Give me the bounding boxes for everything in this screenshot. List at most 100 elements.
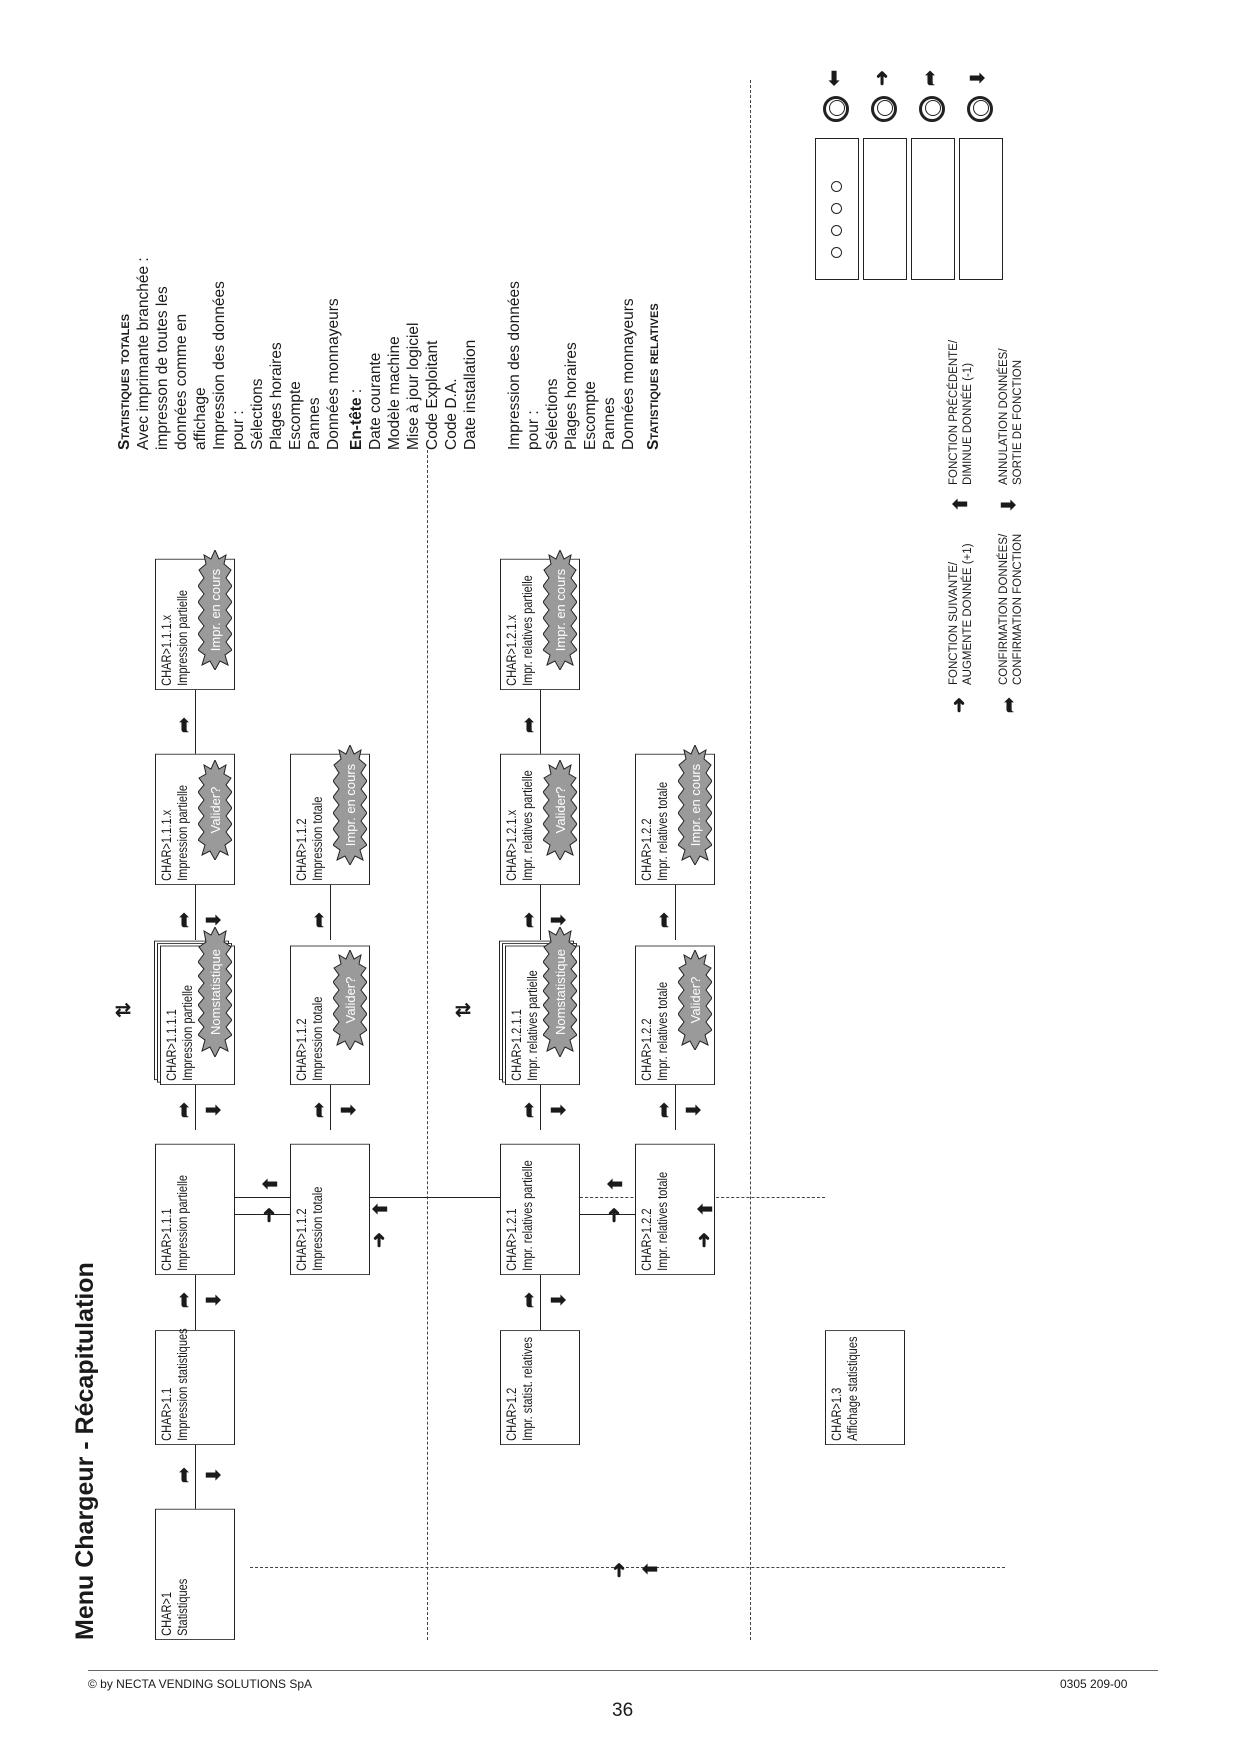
note-line: Escompte	[287, 381, 304, 450]
burst-text: Nomstatistique	[552, 949, 568, 1035]
burst-impr-1: Impr. en cours	[332, 743, 368, 867]
box-label: Impression totale	[310, 996, 325, 1081]
header-line: Code Exploitant	[424, 340, 441, 450]
connector-111xv-111xp	[195, 690, 196, 760]
diagram-stage: Menu Chargeur - Récapitulation CHAR>1 St…	[71, 70, 1155, 1640]
burst-text: Valider?	[207, 786, 223, 834]
arrow-right-icon: ➜	[604, 1207, 625, 1223]
legend-confirm: CONFIRMATION DONNÉES/ CONFIRMATION FONCT…	[997, 534, 1025, 685]
box-label: Impr. relatives partielle	[520, 770, 535, 881]
arrow-up-right-icon: ➦	[519, 1292, 540, 1308]
arrow-down-icon: ⬇	[204, 1292, 225, 1308]
box-code: CHAR>1.2.1.x	[504, 614, 519, 686]
burst-impr-3: Impr. en cours	[677, 743, 713, 867]
page-title: Menu Chargeur - Récapitulation	[71, 1262, 99, 1640]
box-code: CHAR>1.1	[159, 1387, 174, 1441]
legend-text: AUGMENTE DONNÉE (+1)	[962, 543, 974, 685]
note-line: pour :	[230, 410, 247, 450]
box-label: Impr. relatives partielle	[525, 970, 540, 1081]
arrow-up-right-icon: ➦	[519, 717, 540, 733]
note-line: Sélections	[544, 378, 561, 450]
arrow-right-icon: ➜	[872, 70, 893, 86]
menu-box-char12: CHAR>1.2 Impr. statist. relatives	[500, 1330, 580, 1445]
legend-text: FONCTION SUIVANTE/	[948, 561, 960, 685]
notes-relative: Impression des données pour : Sélections…	[505, 281, 663, 450]
menu-box-char112: CHAR>1.1.2 Impression totale	[290, 1143, 370, 1275]
arrow-left-icon: ⬅	[824, 70, 845, 86]
burst-impr-2: Impr. en cours	[197, 548, 233, 672]
starburst-icon	[197, 758, 233, 862]
box-code: CHAR>1.2.2	[639, 1208, 654, 1271]
arrow-up-right-icon: ➦	[174, 1467, 195, 1483]
connector-1211-121xv	[540, 885, 541, 940]
arrow-right-icon: ➜	[609, 1562, 630, 1578]
page-number: 36	[612, 1700, 634, 1721]
legend-text: SORTIE DE FONCTION	[1012, 359, 1024, 485]
burst-valider-4: Valider?	[542, 758, 578, 862]
arrow-up-right-icon: ➦	[999, 697, 1020, 713]
box-label: Impression statistiques	[175, 1328, 190, 1441]
document-code: 0305 209-00	[1060, 1677, 1128, 1691]
header-line: Code D.A.	[443, 378, 460, 450]
burst-impr-4: Impr. en cours	[542, 548, 578, 672]
connector-121xv-121xp	[540, 690, 541, 760]
arrow-left-icon: ⬅	[697, 1199, 713, 1220]
box-code: CHAR>1	[159, 1591, 174, 1636]
box-code: CHAR>1.1.2	[294, 1208, 309, 1271]
footer-copyright: © by NECTA VENDING SOLUTIONS SpA	[88, 1677, 313, 1691]
arrow-down-icon: ⬇	[999, 497, 1020, 513]
box-code: CHAR>1.1.2	[294, 1018, 309, 1081]
connector-1-11	[195, 1445, 196, 1510]
burst-nomstatistique-2: Nomstatistique	[542, 925, 578, 1059]
relative-heading: Statistiques relatives	[645, 303, 662, 450]
burst-text: Impr. en cours	[342, 763, 358, 847]
arrow-up-right-icon: ➦	[309, 1102, 330, 1118]
box-label: Impr. relatives totale	[655, 1171, 670, 1271]
legend-text: CONFIRMATION FONCTION	[1012, 533, 1024, 685]
box-code: CHAR>1.2.1.x	[504, 809, 519, 881]
note-line: Pannes	[601, 397, 618, 450]
starburst-icon	[542, 758, 578, 862]
burst-valider-2: Valider?	[197, 758, 233, 862]
arrow-left-icon: ⬅	[262, 1174, 278, 1195]
separator-1	[427, 450, 428, 1640]
note-line: Escompte	[582, 381, 599, 450]
starburst-icon	[332, 948, 368, 1052]
legend-next: FONCTION SUIVANTE/ AUGMENTE DONNÉE (+1)	[947, 543, 975, 685]
arrow-up-right-icon: ➦	[654, 1102, 675, 1118]
box-code: CHAR>1.1.1	[159, 1208, 174, 1271]
header-line: Date courante	[367, 352, 384, 450]
menu-box-char121: CHAR>1.2.1 Impr. relatives partielle	[500, 1143, 580, 1275]
box-label: Impr. relatives totale	[655, 781, 670, 881]
burst-text: Valider?	[687, 976, 703, 1024]
arrow-left-right-icon: ⇅	[454, 1002, 475, 1018]
header-line: Mise à jour logiciel	[405, 322, 422, 451]
connector-1222v-1222p	[675, 885, 676, 940]
arrow-down-icon: ⬇	[968, 70, 989, 86]
burst-text: Valider?	[342, 976, 358, 1024]
box-code: CHAR>1.2.2	[639, 1018, 654, 1081]
footer-rule	[88, 1670, 1158, 1671]
legend-prev: FONCTION PRÉCÉDENTE/ DIMINUE DONNÉE (-1)	[947, 340, 975, 485]
burst-nomstatistique-1: Nomstatistique	[197, 925, 233, 1059]
total-heading: Statistiques totales	[116, 313, 133, 450]
header-colon: :	[348, 388, 365, 398]
box-label: Impression totale	[310, 796, 325, 881]
note-line: Plages horaires	[563, 342, 580, 450]
note-line: affichage	[192, 387, 209, 450]
note-line: Impression des données	[211, 281, 228, 450]
header-line: Date installation	[462, 339, 479, 450]
box-code: CHAR>1.1.1.x	[159, 809, 174, 881]
note-line: Impression des données	[506, 281, 523, 450]
arrow-down-icon: ⬇	[204, 1467, 225, 1483]
box-label: Impression partielle	[175, 589, 190, 686]
separator-2	[750, 80, 751, 1640]
arrow-up-right-icon: ➦	[519, 912, 540, 928]
header-label: En-tête	[348, 397, 365, 450]
legend-text: FONCTION PRÉCÉDENTE/	[948, 339, 960, 485]
box-label: Impression partielle	[175, 784, 190, 881]
starburst-icon	[197, 925, 233, 1059]
box-code: CHAR>1.2.1.1	[509, 1009, 524, 1081]
note-line: Données monnayeurs	[620, 298, 637, 450]
arrow-left-icon: ⬅	[607, 1174, 623, 1195]
